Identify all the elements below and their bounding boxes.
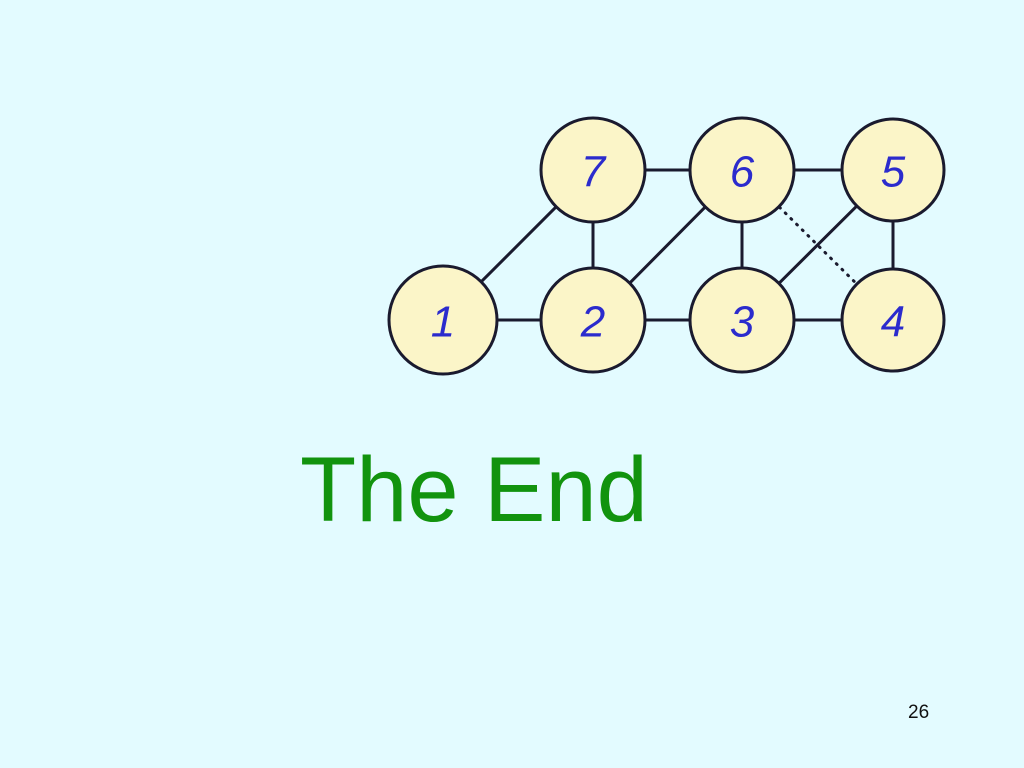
edge-layer <box>480 168 895 322</box>
graph-node-circle-7 <box>539 116 647 224</box>
graph-node-label-5: 5 <box>881 148 906 197</box>
graph-node-7[interactable]: 7 <box>539 116 647 224</box>
page-number: 26 <box>908 702 930 723</box>
graph-node-circle-6 <box>688 116 796 224</box>
node-layer: 1 2 3 4 5 6 7 <box>387 116 946 376</box>
graph-node-label-6: 6 <box>730 148 755 197</box>
graph-node-circle-1 <box>387 264 499 376</box>
graph-node-1[interactable]: 1 <box>387 264 499 376</box>
graph-node-4[interactable]: 4 <box>840 267 946 373</box>
graph-node-circle-5 <box>840 117 946 223</box>
graph-node-3[interactable]: 3 <box>688 266 796 374</box>
graph-node-circle-4 <box>840 267 946 373</box>
graph-node-circle-3 <box>688 266 796 374</box>
graph-edge-2-6 <box>628 206 707 284</box>
graph-node-label-3: 3 <box>730 298 755 347</box>
graph-edge-6-4 <box>778 205 858 285</box>
graph-node-label-1: 1 <box>431 298 455 347</box>
graph-node-label-2: 2 <box>580 298 605 347</box>
graph-node-5[interactable]: 5 <box>840 117 946 223</box>
graph-edge-1-7 <box>480 205 558 283</box>
graph-node-circle-2 <box>539 266 647 374</box>
graph-node-label-7: 7 <box>581 148 607 197</box>
graph-node-6[interactable]: 6 <box>688 116 796 224</box>
graph-edge-3-5 <box>778 205 858 285</box>
graph-node-2[interactable]: 2 <box>539 266 647 374</box>
graph-node-label-4: 4 <box>881 298 905 347</box>
page-title: The End <box>300 439 648 541</box>
